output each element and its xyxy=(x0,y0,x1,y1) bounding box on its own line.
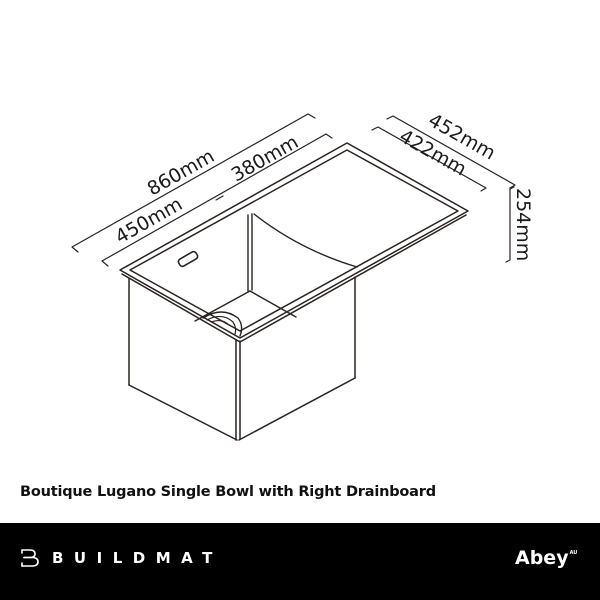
dimension-line-422 xyxy=(371,126,487,192)
abey-superscript: AU xyxy=(569,550,578,556)
bowl-interior xyxy=(177,213,358,337)
buildmat-wordmark: BUILDMAT xyxy=(52,549,223,567)
product-title: Boutique Lugano Single Bowl with Right D… xyxy=(20,484,436,500)
label-860mm: 860mm xyxy=(144,145,219,200)
buildmat-b-icon xyxy=(21,549,39,567)
sink-line-drawing: 860mm 450mm 380mm 452mm 422mm 254mm xyxy=(71,109,534,441)
label-450mm: 450mm xyxy=(112,193,187,248)
dimension-line-452 xyxy=(386,115,516,189)
dimension-line-450-380 xyxy=(101,133,333,267)
bowl-body xyxy=(128,276,356,441)
buildmat-logo: BUILDMAT xyxy=(20,548,223,568)
dimension-line-860 xyxy=(71,113,316,253)
sink-rim xyxy=(119,142,469,343)
abey-logo: AbeyAU xyxy=(515,547,577,569)
dimension-line-254 xyxy=(505,186,515,263)
product-diagram: 860mm 450mm 380mm 452mm 422mm 254mm xyxy=(71,109,534,441)
label-380mm: 380mm xyxy=(228,131,303,186)
abey-wordmark: Abey xyxy=(515,547,569,569)
brand-footer: BUILDMAT AbeyAU xyxy=(0,523,600,600)
label-254mm: 254mm xyxy=(512,188,534,261)
